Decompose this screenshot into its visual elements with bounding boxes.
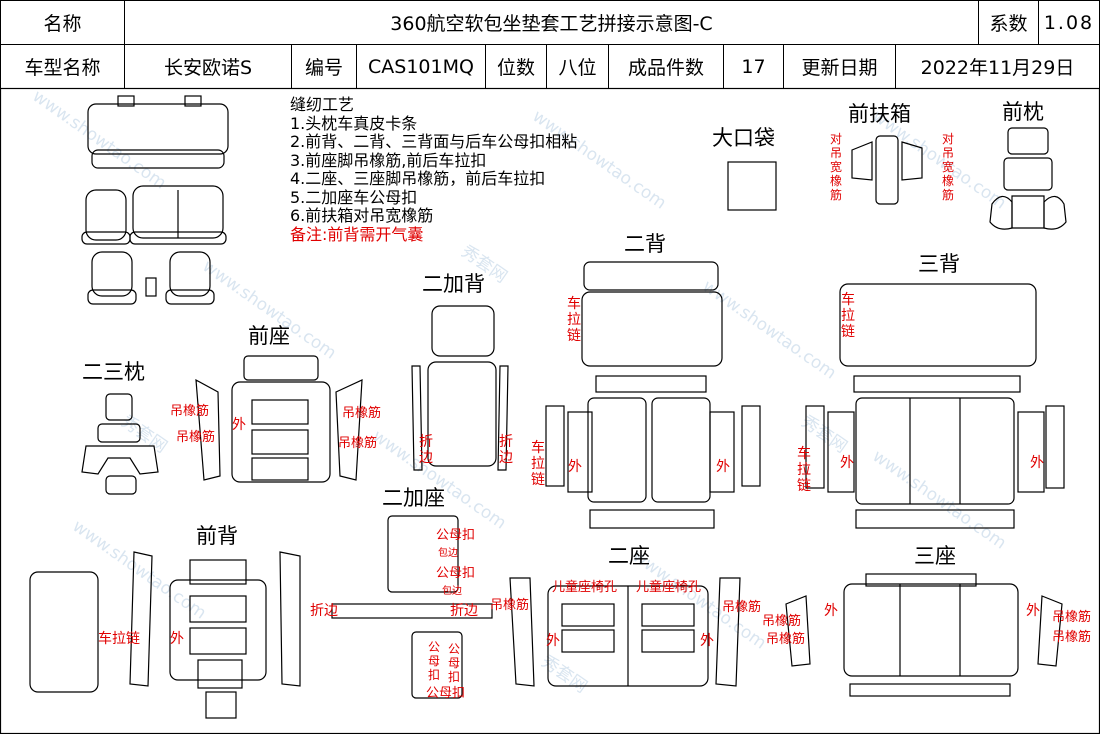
second-back-pieces bbox=[545, 261, 761, 529]
annot-child-seat-hole: 儿童座椅孔 bbox=[552, 580, 618, 595]
annot-outer: 外 bbox=[232, 417, 246, 433]
annot-hang-band: 吊橡筋 bbox=[170, 404, 210, 419]
second-plus-back-pieces bbox=[411, 305, 509, 471]
annot-outer: 外 bbox=[700, 633, 714, 649]
annot-snap: 公母扣 bbox=[436, 566, 476, 581]
overview-front-seats bbox=[87, 251, 215, 305]
annot-car-zipper-third-back: 车拉链 bbox=[797, 446, 811, 494]
annot-child-seat-hole: 儿童座椅孔 bbox=[636, 580, 702, 595]
overview-row2 bbox=[81, 185, 227, 245]
annot-outer: 外 bbox=[840, 455, 854, 471]
annot-hang-band: 吊橡筋 bbox=[338, 436, 378, 451]
annot-hang-band: 吊橡筋 bbox=[1052, 630, 1092, 645]
note-item: 4.二座、三座脚吊橡筋，前后车拉扣 bbox=[290, 169, 546, 188]
note-item: 2.前背、二背、三背面与后车公母扣相粘 bbox=[290, 132, 578, 151]
sewing-notes: 缝纫工艺 1.头枕车真皮卡条 2.前背、二背、三背面与后车公母扣相粘 3.前座脚… bbox=[290, 95, 578, 244]
label-front-seat: 前座 bbox=[248, 324, 290, 348]
note-item: 1.头枕车真皮卡条 bbox=[290, 113, 418, 133]
notes-title: 缝纫工艺 bbox=[290, 95, 355, 114]
annot-outer: 外 bbox=[568, 459, 582, 475]
annot-hang-band: 吊橡筋 bbox=[176, 430, 216, 445]
annot-hang-band: 吊橡筋 bbox=[490, 598, 530, 613]
front-seat-pieces bbox=[195, 355, 363, 483]
annot-outer: 外 bbox=[170, 631, 184, 647]
annot-hang-band: 吊橡筋 bbox=[722, 600, 762, 615]
second-third-pillow-pieces bbox=[81, 393, 159, 495]
label-front-headrest: 前枕 bbox=[1002, 100, 1044, 124]
annot-outer: 外 bbox=[824, 603, 838, 619]
annot-fold-edge: 折边 bbox=[419, 434, 433, 466]
annot-hang-band: 吊橡筋 bbox=[762, 614, 802, 629]
annot-wrap-edge: 包边 bbox=[442, 586, 462, 597]
annot-hang-band: 吊橡筋 bbox=[766, 632, 806, 647]
annot-car-zipper-second-back: 车拉链 bbox=[531, 440, 545, 488]
note-item: 3.前座脚吊橡筋,前后车拉扣 bbox=[290, 150, 487, 170]
label-big-pocket: 大口袋 bbox=[712, 126, 775, 150]
annot-outer: 外 bbox=[546, 633, 560, 649]
label-third-back: 三背 bbox=[918, 252, 960, 276]
label-second-seat: 二座 bbox=[608, 544, 650, 568]
label-second-back: 二背 bbox=[624, 232, 666, 256]
second-seat-pieces bbox=[509, 577, 741, 687]
annot-snap-vertical: 公母扣 bbox=[427, 640, 440, 682]
header-table: 名称 360航空软包坐垫套工艺拼接示意图-C 系数 1.08 车型名称 长安欧诺… bbox=[0, 0, 1100, 89]
annot-car-zipper-front-back: 车拉链 bbox=[98, 631, 140, 647]
front-armrest-pieces bbox=[851, 135, 923, 205]
annot-snap-vertical: 公母扣 bbox=[447, 642, 460, 684]
overview-bench bbox=[87, 95, 229, 169]
annot-fold-edge: 折边 bbox=[310, 603, 338, 619]
annot-hang-band-wide-right: 对吊宽橡筋 bbox=[941, 132, 954, 202]
annot-fold-edge: 折边 bbox=[450, 603, 478, 619]
annot-zipper-third-back: 车拉链 bbox=[841, 292, 855, 340]
annot-hang-band: 吊橡筋 bbox=[342, 406, 382, 421]
annot-hang-band-wide-left: 对吊宽橡筋 bbox=[829, 132, 842, 202]
notes-remark: 备注:前背需开气囊 bbox=[290, 224, 424, 244]
front-headrest-pieces bbox=[989, 127, 1067, 230]
label-second-third-pillow: 二三枕 bbox=[82, 360, 145, 384]
label-front-back: 前背 bbox=[196, 524, 238, 548]
annot-hang-band: 吊橡筋 bbox=[1052, 610, 1092, 625]
second-plus-seat-pieces bbox=[331, 515, 493, 699]
annot-wrap-edge: 包边 bbox=[438, 548, 458, 559]
third-seat-pieces bbox=[785, 573, 1063, 697]
annot-snap: 公母扣 bbox=[426, 686, 466, 701]
annot-outer: 外 bbox=[1030, 455, 1044, 471]
annot-outer: 外 bbox=[1026, 603, 1040, 619]
third-back-pieces bbox=[805, 283, 1065, 529]
annot-fold-edge: 折边 bbox=[499, 434, 513, 466]
note-item: 6.前扶箱对吊宽橡筋 bbox=[290, 206, 434, 225]
big-pocket-piece bbox=[727, 161, 777, 211]
note-item: 5.二加座车公母扣 bbox=[290, 187, 418, 207]
annot-outer: 外 bbox=[716, 459, 730, 475]
label-third-seat: 三座 bbox=[914, 544, 956, 568]
front-back-pieces bbox=[29, 551, 301, 719]
annot-snap: 公母扣 bbox=[436, 528, 476, 543]
annot-zipper-second-back: 车拉链 bbox=[567, 296, 581, 344]
label-front-armrest: 前扶箱 bbox=[848, 102, 911, 126]
label-second-plus-back: 二加背 bbox=[422, 272, 485, 296]
label-second-plus-seat: 二加座 bbox=[382, 486, 445, 510]
